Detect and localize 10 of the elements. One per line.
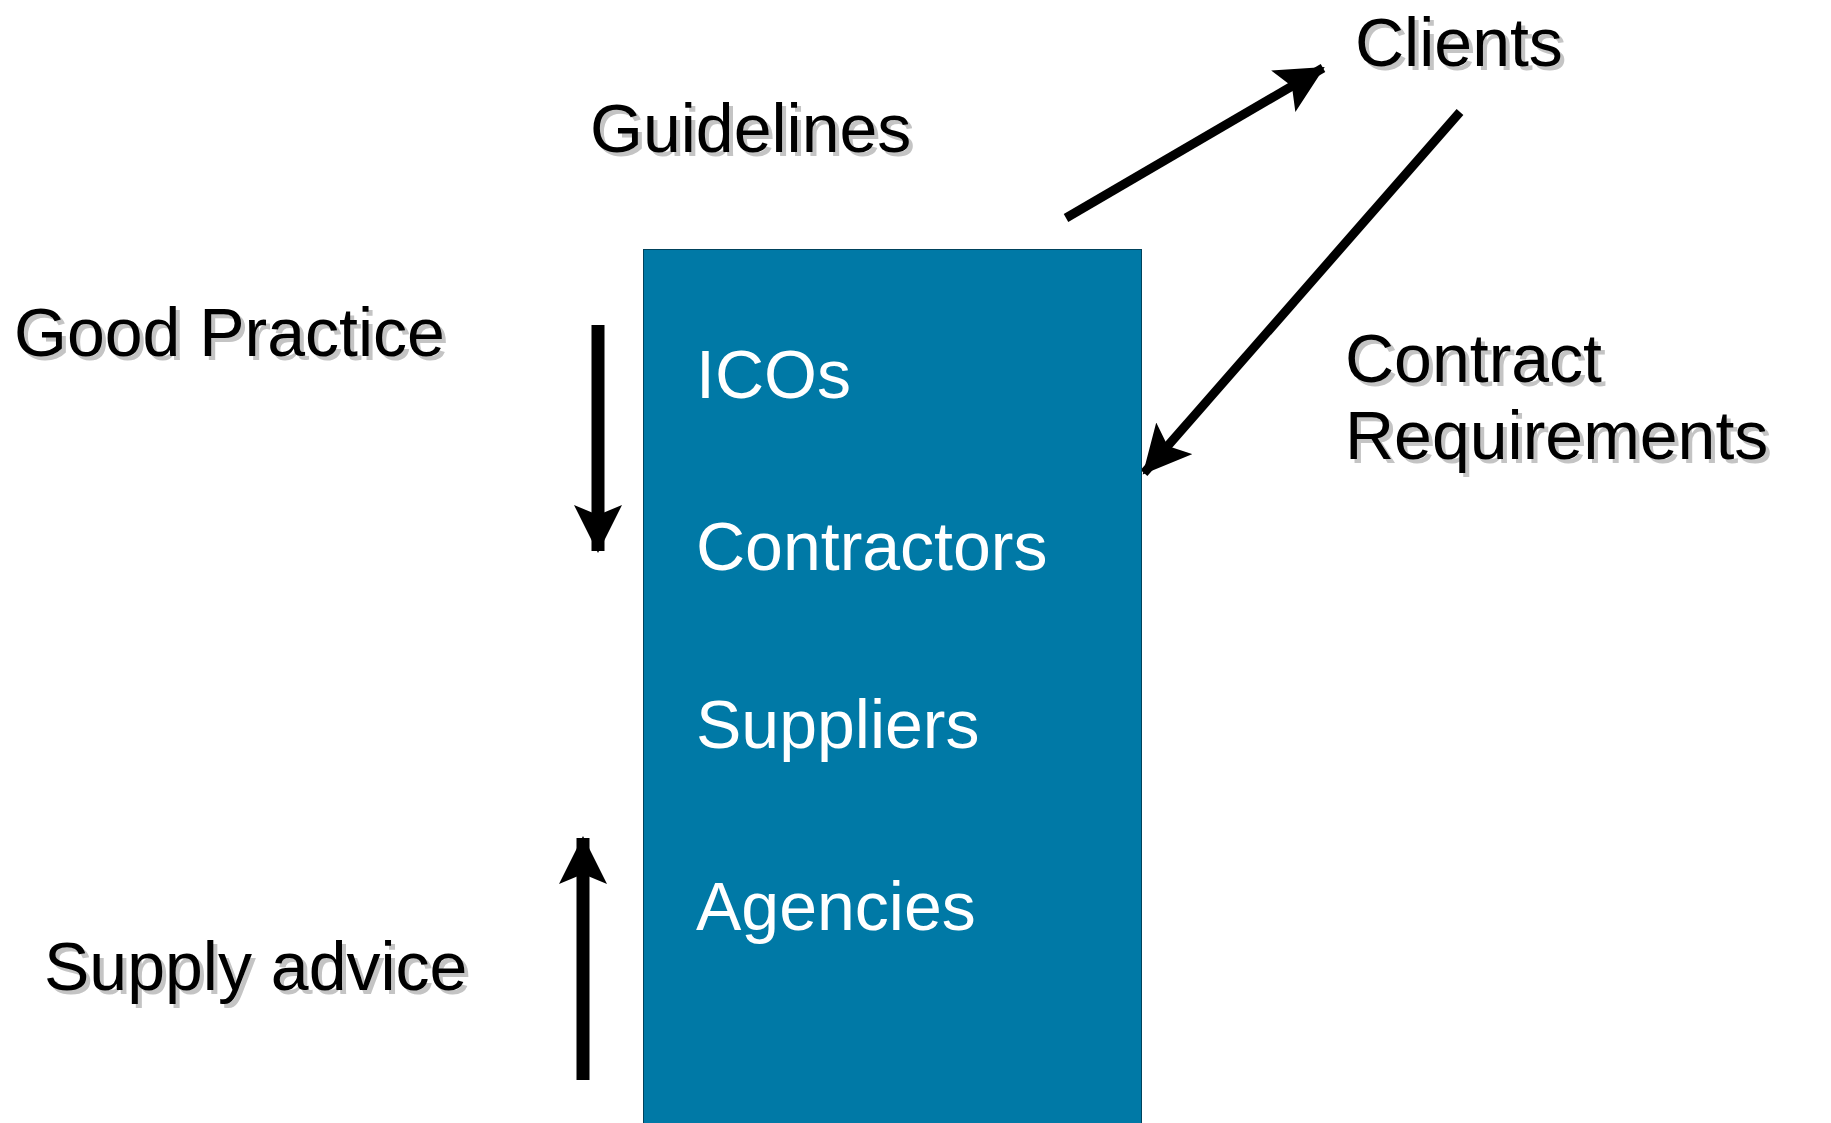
flow-label: Good Practice [14, 294, 445, 371]
edge-label: Contract Requirements [1345, 320, 1770, 474]
flow-label: Supply advice [44, 928, 468, 1005]
organisation-box [643, 249, 1142, 1123]
arrow [1063, 64, 1326, 222]
node-label: Clients [1355, 4, 1563, 81]
group-label: Contractors [696, 512, 1048, 580]
arrow [1140, 109, 1464, 476]
edge-label: Guidelines [590, 90, 912, 167]
group-label: ICOs [696, 340, 851, 408]
